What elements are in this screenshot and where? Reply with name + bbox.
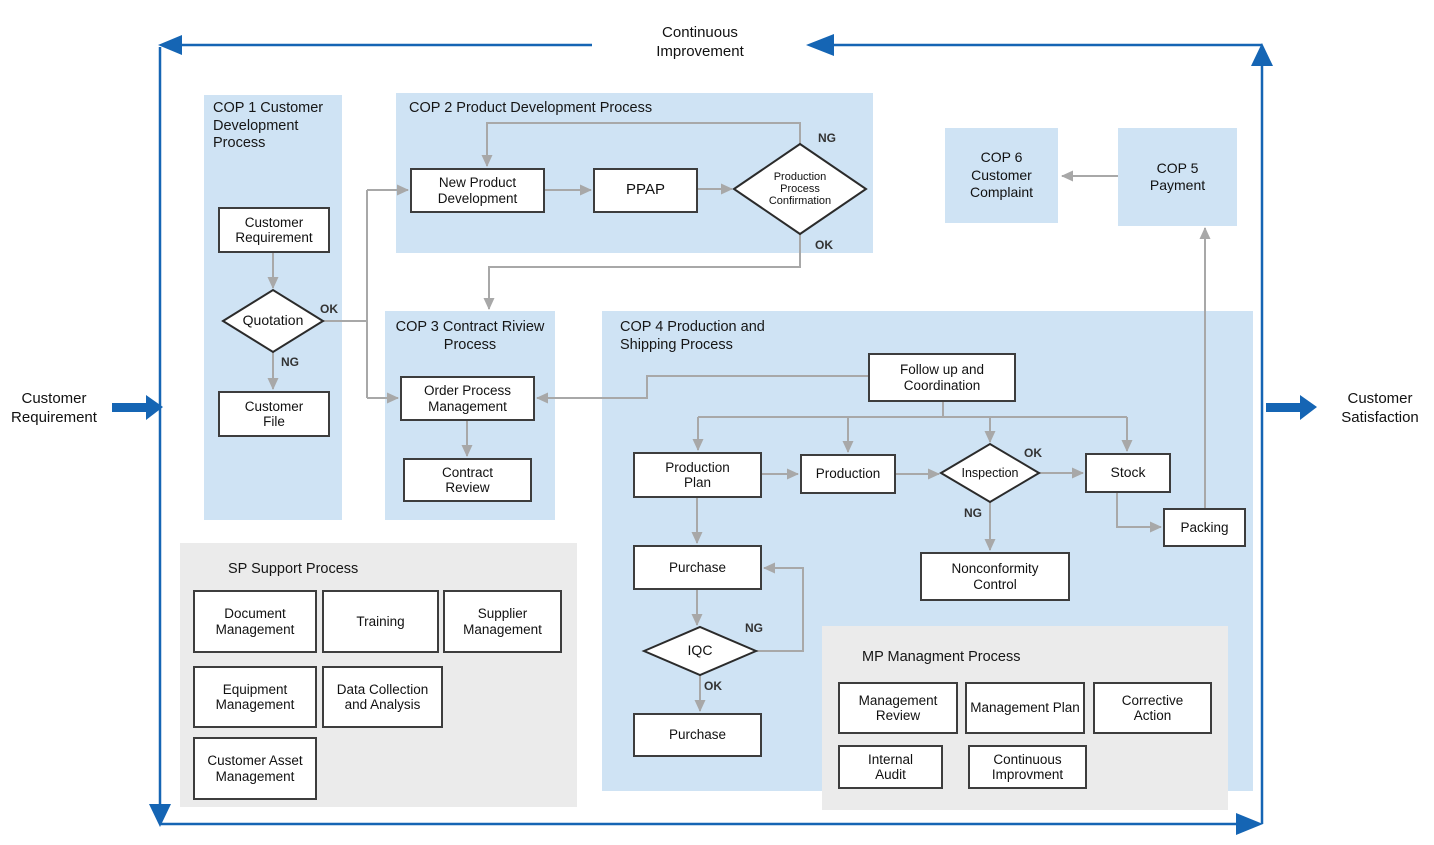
- production-process-confirmation-diamond: [732, 142, 868, 236]
- connector-confirmation-ng-loop: [481, 122, 801, 167]
- corrective-action-box: Corrective Action: [1093, 682, 1212, 734]
- customer-satisfaction-label: Customer Satisfaction: [1341, 390, 1419, 427]
- iqc-ng-label: NG: [745, 621, 763, 635]
- contract-review-box: Contract Review: [403, 458, 532, 502]
- connector-confirmation-ok-to-cop3: [483, 234, 801, 310]
- frame-arrow-top-left-icon: [158, 35, 182, 55]
- iqc-label: IQC: [687, 642, 713, 659]
- management-review-box: Management Review: [838, 682, 958, 734]
- data-collection-box: Data Collection and Analysis: [322, 666, 443, 728]
- frame-arrow-bottom-left-icon: [149, 804, 171, 827]
- new-product-development-box: New Product Development: [410, 168, 545, 213]
- frame-arrow-bottom-right-icon: [1236, 813, 1263, 835]
- order-process-management-box: Order Process Management: [400, 376, 535, 421]
- connector-stock-to-packing: [1116, 493, 1162, 533]
- inspection-diamond: [939, 442, 1041, 504]
- packing-box: Packing: [1163, 508, 1246, 547]
- panel-cop6: COP 6 Customer Complaint: [945, 128, 1058, 223]
- sp-title: SP Support Process: [228, 561, 359, 577]
- quotation-ok-label: OK: [320, 302, 338, 316]
- document-management-box: Document Management: [193, 590, 317, 653]
- cop4-title: COP 4 Production and Shipping Process: [620, 319, 765, 353]
- frame-arrow-top-mid-icon: [806, 34, 834, 56]
- customer-requirement-label: Customer Requirement: [11, 390, 97, 427]
- internal-audit-box: Internal Audit: [838, 745, 943, 789]
- quotation-label: Quotation: [242, 312, 304, 329]
- quotation-ng-label: NG: [281, 355, 299, 369]
- mp-title: MP Managment Process: [862, 649, 1021, 665]
- ppap-box: PPAP: [593, 168, 698, 213]
- confirmation-ng-label: NG: [818, 131, 836, 145]
- training-box: Training: [322, 590, 439, 653]
- connector-quotation-ok-trunk: [323, 190, 368, 398]
- cop6-title: COP 6 Customer Complaint: [969, 149, 1034, 201]
- customer-requirement-box: Customer Requirement: [218, 207, 330, 253]
- production-plan-box: Production Plan: [633, 452, 762, 498]
- customer-file-box: Customer File: [218, 391, 330, 437]
- management-plan-box: Management Plan: [965, 682, 1085, 734]
- customer-asset-management-box: Customer Asset Management: [193, 737, 317, 800]
- cop3-title: COP 3 Contract Riview Process: [395, 319, 545, 353]
- follow-up-and-coordination-box: Follow up and Coordination: [868, 353, 1016, 402]
- quotation-diamond: [221, 288, 325, 354]
- iqc-diamond: [641, 625, 759, 677]
- connector-iqc-ng-loop: [756, 562, 804, 652]
- inspection-label: Inspection: [961, 466, 1019, 480]
- inspection-ok-label: OK: [1024, 446, 1042, 460]
- cop5-title: COP 5 Payment: [1149, 159, 1206, 194]
- iqc-ok-label: OK: [704, 679, 722, 693]
- supplier-management-box: Supplier Management: [443, 590, 562, 653]
- purchase-box: Purchase: [633, 545, 762, 590]
- production-process-confirmation-label: Production Process Confirmation: [768, 170, 832, 208]
- cop2-title: COP 2 Product Development Process: [409, 100, 653, 116]
- continuous-improvement-label: Continuous Improvement: [656, 24, 744, 61]
- continuous-improvment-box: Continuous Improvment: [968, 745, 1087, 789]
- panel-cop5: COP 5 Payment: [1118, 128, 1237, 226]
- production-box: Production: [800, 454, 896, 494]
- frame-arrow-top-right-up-icon: [1251, 43, 1273, 66]
- customer-satisfaction-arrow-icon: [1266, 395, 1317, 420]
- inspection-ng-label: NG: [964, 506, 982, 520]
- customer-requirement-arrow-icon: [112, 395, 163, 420]
- stock-box: Stock: [1085, 453, 1171, 493]
- equipment-management-box: Equipment Management: [193, 666, 317, 728]
- nonconformity-control-box: Nonconformity Control: [920, 552, 1070, 601]
- purchase2-box: Purchase: [633, 713, 762, 757]
- connector-followup-to-opm: [536, 375, 868, 404]
- confirmation-ok-label: OK: [815, 238, 833, 252]
- cop1-title: COP 1 Customer Development Process: [213, 100, 324, 152]
